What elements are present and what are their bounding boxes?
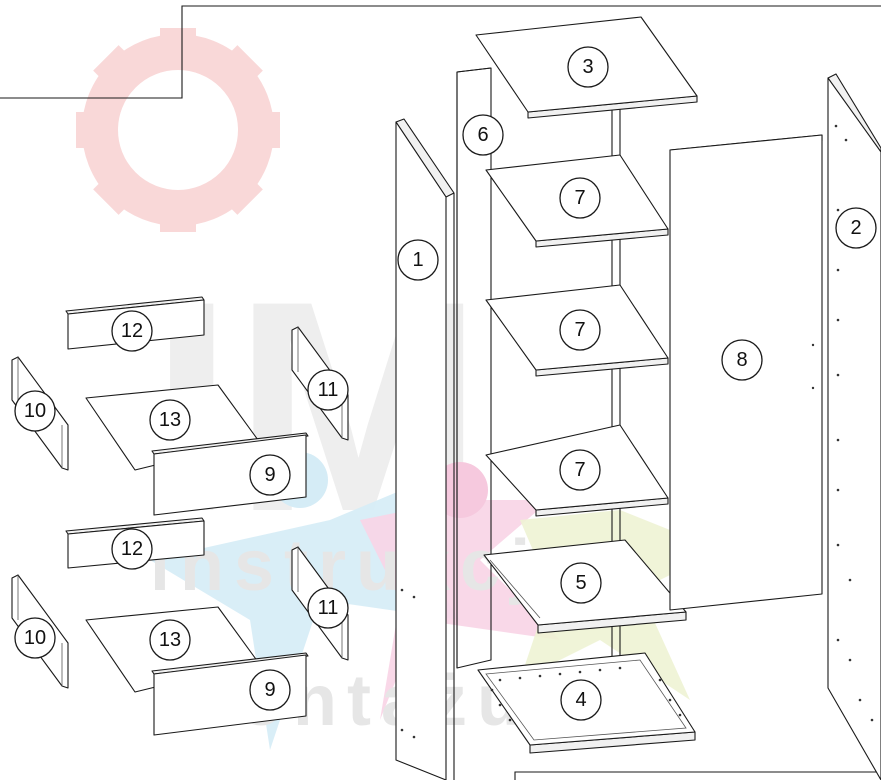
part-callout-13-upper: 13: [149, 399, 191, 441]
drill-hole: [836, 318, 840, 322]
gear-tooth: [160, 202, 196, 232]
svg-text:12: 12: [121, 320, 143, 342]
drill-hole: [836, 543, 840, 547]
part-callout-11-upper: 11: [307, 369, 349, 411]
svg-text:9: 9: [264, 464, 275, 486]
drill-hole: [490, 688, 494, 692]
part-callout-6: 6: [462, 114, 504, 156]
drill-hole: [834, 124, 838, 128]
drill-hole: [836, 488, 840, 492]
drill-hole: [498, 703, 502, 707]
drill-hole: [400, 588, 404, 592]
part-callout-13-lower: 13: [149, 619, 191, 661]
drill-hole: [836, 373, 840, 377]
svg-text:7: 7: [574, 319, 585, 341]
gear-tooth: [93, 168, 140, 215]
drill-hole: [412, 735, 416, 739]
drill-hole: [848, 658, 852, 662]
gear-tooth: [76, 112, 106, 148]
drill-hole: [836, 438, 840, 442]
drill-hole: [848, 578, 852, 582]
drill-hole: [870, 718, 874, 722]
drill-hole: [618, 666, 622, 670]
part-callout-5: 5: [560, 562, 602, 604]
gear-tooth: [160, 28, 196, 58]
drill-hole: [844, 138, 848, 142]
svg-text:11: 11: [318, 379, 339, 401]
left-side-panel: [395, 118, 455, 780]
svg-text:11: 11: [318, 597, 339, 619]
svg-text:8: 8: [736, 349, 747, 371]
drill-hole: [558, 672, 562, 676]
drill-hole: [678, 713, 682, 717]
svg-text:4: 4: [575, 689, 586, 711]
drill-hole: [578, 670, 582, 674]
drill-hole: [836, 208, 840, 212]
svg-text:2: 2: [850, 217, 861, 239]
part-callout-9-upper: 9: [249, 454, 291, 496]
drill-hole: [668, 698, 672, 702]
part-callout-10-upper: 10: [14, 390, 56, 432]
svg-text:5: 5: [575, 572, 586, 594]
drill-hole: [836, 638, 840, 642]
part-callout-11-lower: 11: [307, 587, 349, 629]
gear-tooth: [216, 168, 263, 215]
drill-hole: [538, 674, 542, 678]
drill-hole: [508, 718, 512, 722]
part-callout-1: 1: [397, 239, 439, 281]
part-callout-4: 4: [560, 679, 602, 721]
gear-tooth: [250, 112, 280, 148]
gear-tooth: [216, 45, 263, 92]
part-callout-12-upper: 12: [111, 310, 153, 352]
part-callout-7-lower: 7: [559, 449, 601, 491]
gear-logo-icon: [76, 28, 280, 232]
part-callout-7-upper: 7: [559, 177, 601, 219]
svg-text:7: 7: [574, 187, 585, 209]
part-callout-9-lower: 9: [249, 669, 291, 711]
drill-hole: [518, 676, 522, 680]
part-callout-10-lower: 10: [14, 617, 56, 659]
svg-text:12: 12: [121, 538, 143, 560]
svg-text:3: 3: [582, 56, 593, 78]
svg-text:7: 7: [574, 459, 585, 481]
svg-text:13: 13: [159, 409, 181, 431]
svg-text:10: 10: [24, 400, 46, 422]
part-callout-3: 3: [567, 46, 609, 88]
right-side-panel: [827, 73, 881, 780]
drill-hole: [412, 595, 416, 599]
drill-hole: [858, 698, 862, 702]
drill-hole: [498, 678, 502, 682]
part-callout-7-middle: 7: [559, 309, 601, 351]
drill-hole: [400, 728, 404, 732]
gear-tooth: [93, 45, 140, 92]
drill-hole: [598, 668, 602, 672]
svg-text:6: 6: [477, 124, 488, 146]
svg-text:1: 1: [412, 249, 423, 271]
frame-lines: [0, 5, 881, 780]
part-callout-12-lower: 12: [111, 528, 153, 570]
part-callout-2: 2: [835, 207, 877, 249]
part-callout-8: 8: [721, 339, 763, 381]
drill-hole: [658, 678, 662, 682]
drill-hole: [836, 268, 840, 272]
svg-text:13: 13: [159, 629, 181, 651]
svg-text:9: 9: [264, 679, 275, 701]
svg-text:10: 10: [24, 627, 46, 649]
